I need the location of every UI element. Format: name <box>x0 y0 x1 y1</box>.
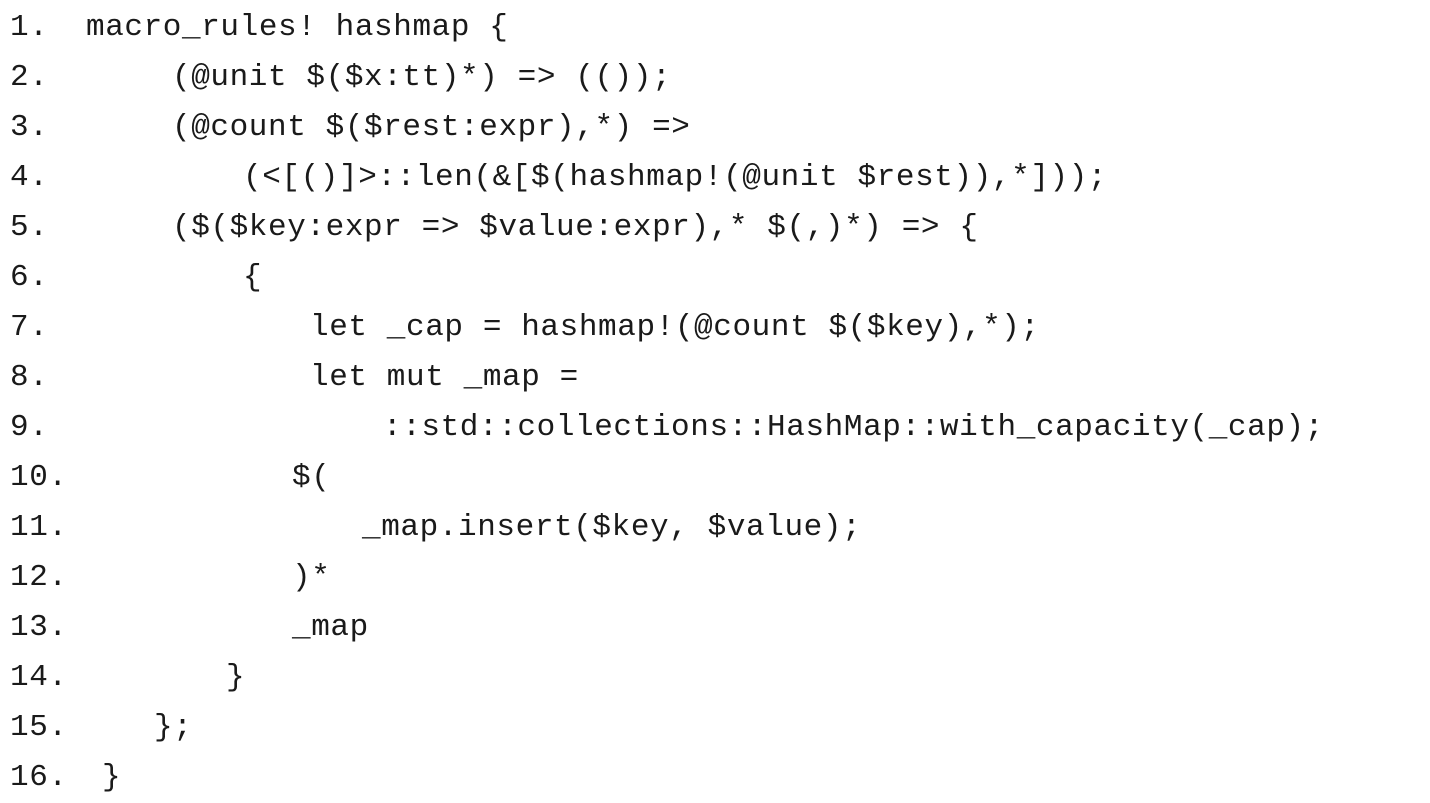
line-code: }; <box>154 710 193 745</box>
line-code: $( <box>292 460 331 495</box>
line-number: 13. <box>10 610 68 645</box>
line-number: 8. <box>10 360 49 395</box>
line-number: 6. <box>10 260 49 295</box>
line-number: 10. <box>10 460 68 495</box>
line-number: 14. <box>10 660 68 695</box>
line-number: 1. <box>10 10 49 45</box>
line-number: 16. <box>10 760 68 795</box>
line-number: 3. <box>10 110 49 145</box>
line-number: 4. <box>10 160 49 195</box>
line-code: (@unit $($x:tt)*) => (()); <box>172 60 672 95</box>
line-code: } <box>226 660 246 695</box>
line-number: 11. <box>10 510 68 545</box>
line-number: 12. <box>10 560 68 595</box>
line-code: (@count $($rest:expr),*) => <box>172 110 691 145</box>
line-code: macro_rules! hashmap { <box>86 10 509 45</box>
line-code: _map.insert($key, $value); <box>362 510 862 545</box>
line-code: _map <box>292 610 369 645</box>
line-number: 7. <box>10 310 49 345</box>
line-code: } <box>102 760 122 795</box>
line-code: )* <box>292 560 331 595</box>
line-code: let mut _map = <box>310 360 579 395</box>
line-number: 15. <box>10 710 68 745</box>
line-code: { <box>243 260 263 295</box>
line-number: 5. <box>10 210 49 245</box>
line-code: ::std::collections::HashMap::with_capaci… <box>383 410 1324 445</box>
line-number: 2. <box>10 60 49 95</box>
line-number: 9. <box>10 410 49 445</box>
line-code: let _cap = hashmap!(@count $($key),*); <box>310 310 1040 345</box>
line-code: (<[()]>::len(&[$(hashmap!(@unit $rest)),… <box>243 160 1108 195</box>
line-code: ($($key:expr => $value:expr),* $(,)*) =>… <box>172 210 979 245</box>
